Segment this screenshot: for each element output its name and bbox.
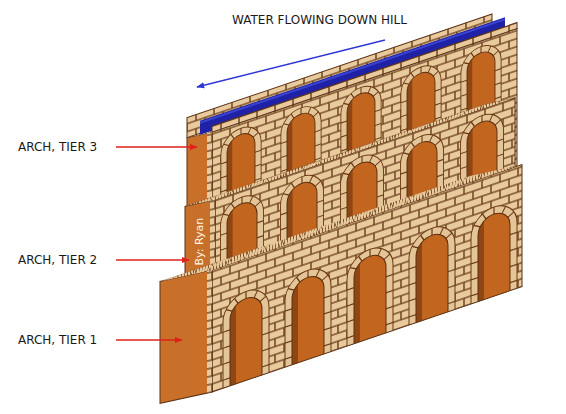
author-watermark: By: Ryan <box>193 218 206 266</box>
flow-arrow <box>197 40 385 87</box>
leader-arrow <box>116 339 182 340</box>
arch-tier-1 <box>160 165 522 404</box>
leader-arrow <box>116 259 189 260</box>
flow-note: WATER FLOWING DOWN HILL <box>232 13 407 27</box>
callout-label: ARCH, TIER 1 <box>18 333 97 347</box>
callout-label: ARCH, TIER 3 <box>18 140 97 154</box>
callout-label: ARCH, TIER 2 <box>18 253 97 267</box>
leader-arrow <box>116 146 197 147</box>
